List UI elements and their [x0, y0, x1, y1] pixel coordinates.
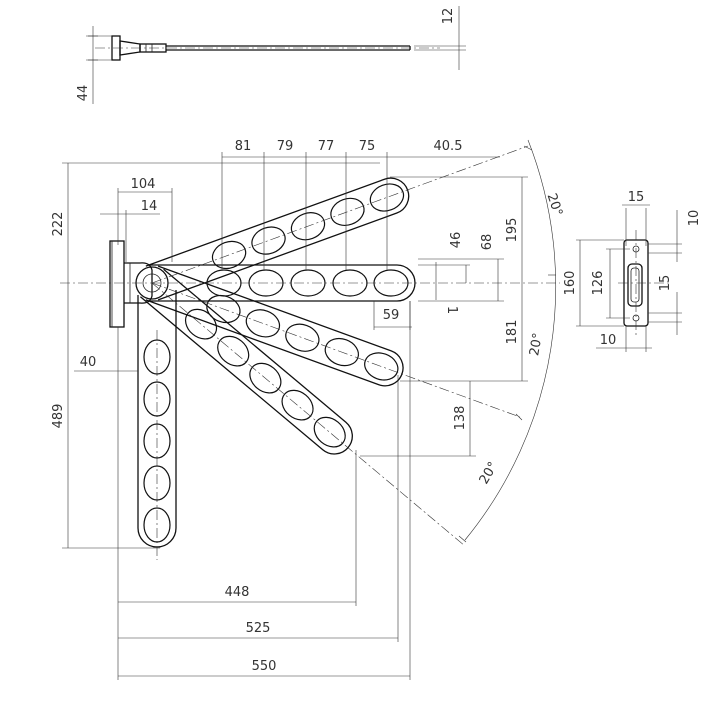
dim-81: 81 — [235, 139, 252, 154]
dim-181: 181 — [505, 320, 520, 345]
angle-middle: 20° — [527, 332, 546, 357]
bracket-dim-126: 126 — [591, 271, 606, 296]
top-view — [86, 6, 466, 104]
dim-46: 46 — [449, 232, 464, 249]
dim-77: 77 — [318, 139, 335, 154]
dim-40-5: 40.5 — [434, 139, 463, 154]
dim-14: 14 — [141, 199, 158, 214]
dim-138: 138 — [453, 406, 468, 431]
dim-79: 79 — [277, 139, 294, 154]
bracket-dim-10-top: 10 — [687, 210, 702, 227]
bracket-dim-15-top: 15 — [628, 190, 645, 205]
angle-lower: 20° — [477, 460, 502, 487]
arm-upper — [145, 177, 410, 301]
angle-upper: 20° — [544, 192, 565, 219]
dim-550: 550 — [252, 659, 277, 674]
dim-68: 68 — [480, 234, 495, 251]
bracket-dim-15-right: 15 — [658, 275, 673, 292]
dim-12: 12 — [441, 8, 456, 25]
bracket-dim-10-bottom: 10 — [600, 333, 617, 348]
dimension-lines — [62, 152, 528, 680]
dim-104: 104 — [131, 177, 156, 192]
dim-59: 59 — [383, 308, 400, 323]
dim-1: 1 — [444, 306, 459, 314]
dimension-labels: 44 12 81 79 77 75 40.5 104 14 40 59 448 … — [51, 8, 702, 674]
dim-195: 195 — [505, 218, 520, 243]
dim-40: 40 — [80, 355, 97, 370]
end-bracket — [576, 204, 682, 352]
wall-mount — [109, 240, 153, 328]
arms — [135, 177, 416, 548]
dim-448: 448 — [225, 585, 250, 600]
center-lines — [60, 145, 560, 560]
dim-222: 222 — [51, 212, 66, 237]
angle-arc — [458, 139, 557, 543]
bracket-dim-160: 160 — [563, 271, 578, 296]
dim-489: 489 — [51, 404, 66, 429]
dim-75: 75 — [359, 139, 376, 154]
dim-525: 525 — [246, 621, 271, 636]
arm-folded — [137, 290, 177, 548]
dim-44: 44 — [76, 85, 91, 102]
